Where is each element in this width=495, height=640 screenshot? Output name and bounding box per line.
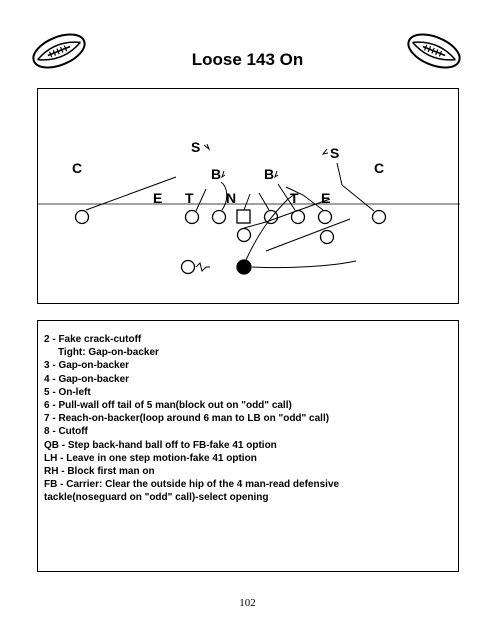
defender-noseguard: N <box>226 190 236 206</box>
defender-tackle-right: T <box>290 190 299 206</box>
offensive-player-right-half <box>319 229 335 245</box>
play-diagram: C S B B S C E T N T E <box>37 88 460 304</box>
note-line: 4 - Gap-on-backer <box>44 373 130 385</box>
note-line: tackle(noseguard on "odd" call)-select o… <box>44 492 269 504</box>
defender-tackle-left: T <box>185 190 194 206</box>
note-line: QB - Step back-hand ball off to FB-fake … <box>44 439 277 451</box>
offensive-player-center <box>236 209 251 224</box>
route-left-half-motion <box>195 262 210 272</box>
route-guard-left <box>220 181 228 211</box>
defender-cornerback-left: C <box>72 160 82 176</box>
route-fullback-carrier <box>245 193 296 261</box>
defender-tick <box>321 148 329 155</box>
football-icon <box>407 33 461 69</box>
offensive-player-wingback <box>371 209 387 225</box>
football-icon <box>32 33 86 69</box>
note-line: 7 - Reach-on-backer(loop around 6 man to… <box>44 413 330 425</box>
defender-tick <box>274 170 279 179</box>
offensive-player-guard-left <box>211 209 227 225</box>
offensive-player-split-end <box>74 209 90 225</box>
note-line: 5 - On-left <box>44 386 91 398</box>
route-tackle-right <box>277 183 296 211</box>
note-line: Tight: Gap-on-backer <box>58 347 159 359</box>
route-split-end-crack <box>85 176 177 211</box>
defender-cornerback-right: C <box>374 160 384 176</box>
play-diagram-svg: C S B B S C E T N T E <box>38 139 460 275</box>
route-fake-option <box>251 260 357 269</box>
note-line: 2 - Fake crack-cutoff <box>44 334 142 345</box>
route-tackle-left <box>195 188 207 212</box>
offensive-player-quarterback <box>236 227 252 243</box>
route-guard-right-pull <box>258 192 270 211</box>
note-line: 6 - Pull-wall off tail of 5 man(block ou… <box>44 400 292 412</box>
route-qb-handoff <box>243 198 331 229</box>
note-line: 3 - Gap-on-backer <box>44 360 130 372</box>
defender-safety-right: S <box>330 145 339 161</box>
defender-tick <box>203 143 211 151</box>
defender-backer-right: B <box>264 166 274 182</box>
note-line: 8 - Cutoff <box>44 426 88 438</box>
page-title: Loose 143 On <box>191 50 304 69</box>
route-wingback <box>336 162 375 212</box>
route-tight-end-reach <box>285 186 324 211</box>
note-line: LH - Leave in one step motion-fake 41 op… <box>44 452 257 464</box>
note-line: FB - Carrier: Clear the outside hip of t… <box>44 479 340 491</box>
offensive-player-tight-end <box>317 209 333 225</box>
route-lines <box>85 162 375 272</box>
offensive-player-left-half <box>180 259 196 275</box>
offensive-player-tackle-left <box>184 209 200 225</box>
route-right-half-block <box>265 218 351 252</box>
page-number: 102 <box>239 597 256 609</box>
note-line: RH - Block first man on <box>44 466 155 478</box>
defender-backer-left: B <box>211 166 221 182</box>
ball-carrier-fullback <box>236 259 252 275</box>
defender-safety-left: S <box>191 139 200 155</box>
defender-end-left: E <box>153 190 162 206</box>
defender-end-right: E <box>321 190 330 206</box>
route-center <box>243 193 251 211</box>
defender-tick <box>221 170 226 179</box>
